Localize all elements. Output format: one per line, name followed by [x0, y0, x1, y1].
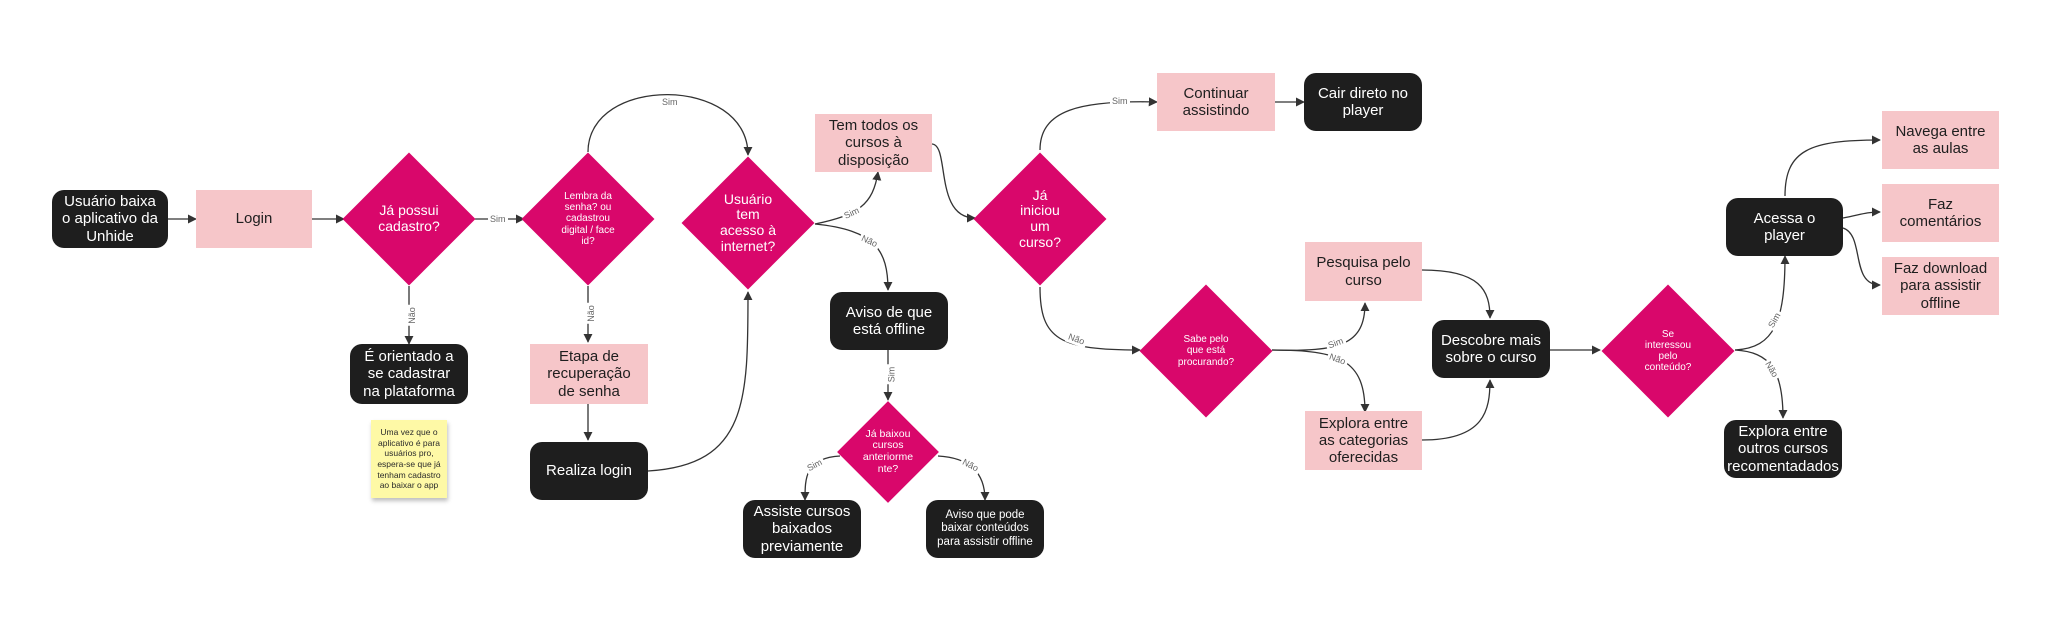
edge-label-nao: Não [585, 303, 597, 324]
decision-label: Sabe pelo que está procurando? [1177, 334, 1235, 368]
node-pesquisa-curso[interactable]: Pesquisa pelo curso [1305, 242, 1422, 301]
edge-label-sim: Sim [1110, 96, 1130, 107]
node-navega-aulas[interactable]: Navega entre as aulas [1882, 111, 1999, 169]
edge-internet-aviso [814, 223, 893, 291]
edge-sabe-pesquisa [1271, 302, 1370, 351]
decision-label: Já baixou cursos anteriorme nte? [862, 427, 914, 475]
sticky-note[interactable]: Uma vez que o aplicativo é para usuários… [371, 420, 447, 498]
decision-label: Usuário tem acesso à internet? [719, 190, 777, 254]
decision-possui-cadastro[interactable]: Já possui cadastro? [342, 152, 476, 286]
node-explora-categorias[interactable]: Explora entre as categorias oferecidas [1305, 411, 1422, 470]
decision-label: Lembra da senha? ou cadastrou digital / … [561, 191, 615, 247]
edge-iniciou-continuar [1039, 97, 1158, 151]
edge-iniciou-sabe [1039, 286, 1141, 355]
edge-acessa-navega [1784, 135, 1881, 197]
edge-label-sim: Sim [488, 214, 508, 225]
node-continuar-assistindo[interactable]: Continuar assistindo [1157, 73, 1275, 131]
edge-cursos-iniciou [931, 143, 976, 223]
edge-interessou-explora [1734, 349, 1788, 419]
node-etapa-recuperacao[interactable]: Etapa de recuperação de senha [530, 344, 648, 404]
edge-label-nao: Não [406, 305, 418, 326]
node-cair-player[interactable]: Cair direto no player [1304, 73, 1422, 131]
node-descobre-curso[interactable]: Descobre mais sobre o curso [1432, 320, 1550, 378]
node-orientado[interactable]: É orientado a se cadastrar na plataforma [350, 344, 468, 404]
edge-realiza-internet [647, 291, 753, 472]
edge-pesquisa-descobre [1421, 269, 1495, 319]
edge-label-sim: Sim [886, 364, 898, 385]
edge-lembra-internet [587, 93, 753, 156]
node-assiste-baixados[interactable]: Assiste cursos baixados previamente [743, 500, 861, 558]
node-faz-download[interactable]: Faz download para assistir offline [1882, 257, 1999, 315]
node-cursos-disposicao[interactable]: Tem todos os cursos à disposição [815, 114, 932, 172]
edge-acessa-download [1842, 227, 1881, 290]
edge-sabe-explora [1271, 349, 1370, 413]
decision-label: Já iniciou um curso? [1018, 186, 1062, 250]
node-aviso-baixar[interactable]: Aviso que pode baixar conteúdos para ass… [926, 500, 1044, 558]
edge-label-sim: Sim [660, 97, 680, 108]
node-login[interactable]: Login [196, 190, 312, 248]
node-start[interactable]: Usuário baixa o aplicativo da Unhide [52, 190, 168, 248]
node-realiza-login[interactable]: Realiza login [530, 442, 648, 500]
decision-ja-baixou[interactable]: Já baixou cursos anteriorme nte? [837, 401, 939, 503]
node-acessa-player[interactable]: Acessa o player [1726, 198, 1843, 256]
edge-internet-cursos [814, 171, 882, 225]
decision-acesso-internet[interactable]: Usuário tem acesso à internet? [681, 156, 815, 290]
node-explora-outros[interactable]: Explora entre outros cursos recomentadad… [1724, 420, 1842, 478]
edge-interessou-acessa [1734, 255, 1790, 351]
edge-acessa-comentarios [1842, 207, 1881, 219]
decision-label: Já possui cadastro? [378, 202, 440, 234]
node-aviso-offline[interactable]: Aviso de que está offline [830, 292, 948, 350]
decision-sabe-procurando[interactable]: Sabe pelo que está procurando? [1139, 284, 1273, 418]
decision-interessou[interactable]: Se interessou pelo conteúdo? [1601, 284, 1735, 418]
decision-label: Se interessou pelo conteúdo? [1644, 328, 1692, 374]
node-faz-comentarios[interactable]: Faz comentários [1882, 184, 1999, 242]
decision-lembra-senha[interactable]: Lembra da senha? ou cadastrou digital / … [521, 152, 655, 286]
edge-explora-descobre [1421, 379, 1495, 441]
decision-iniciou-curso[interactable]: Já iniciou um curso? [973, 152, 1107, 286]
